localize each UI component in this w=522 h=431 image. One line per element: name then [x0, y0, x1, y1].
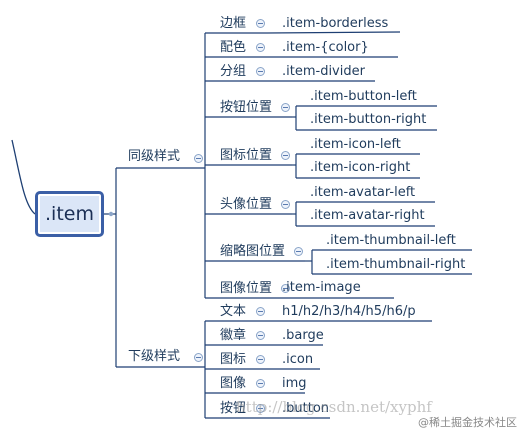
collapse-icon[interactable] — [256, 67, 265, 76]
collapse-icon[interactable] — [256, 404, 265, 413]
group-label: 同级样式 — [128, 149, 181, 164]
collapse-icon[interactable] — [256, 379, 265, 388]
class-leaf[interactable]: .item-divider — [282, 64, 365, 79]
class-leaf[interactable]: .item-borderless — [282, 16, 389, 31]
branch-label: 边框 — [220, 16, 247, 31]
class-leaf[interactable]: .item-thumbnail-left — [326, 233, 456, 248]
branch-label: 配色 — [220, 40, 247, 55]
class-leaf[interactable]: h1/h2/h3/h4/h5/h6/p — [282, 304, 416, 319]
collapse-icon[interactable] — [281, 103, 290, 112]
collapse-icon[interactable] — [194, 353, 203, 362]
collapse-icon[interactable] — [281, 284, 290, 293]
branch-label: 头像位置 — [220, 197, 273, 212]
group-label: 下级样式 — [128, 349, 181, 364]
class-leaf[interactable]: .item-{color} — [282, 40, 369, 55]
branch-label: 图标 — [220, 352, 247, 367]
collapse-icon[interactable] — [194, 154, 203, 163]
class-leaf[interactable]: .item-button-left — [310, 89, 417, 104]
class-leaf[interactable]: .item-icon-left — [310, 137, 401, 152]
connector-dot — [108, 211, 114, 217]
branch-label: 按钮 — [220, 401, 247, 416]
branch-label: 按钮位置 — [220, 100, 273, 115]
class-leaf[interactable]: .item-button-right — [310, 112, 427, 127]
root-node-label: .item — [45, 203, 94, 225]
branch-label: 缩略图位置 — [220, 244, 286, 259]
class-leaf[interactable]: .button — [282, 401, 330, 416]
collapse-icon[interactable] — [256, 307, 265, 316]
class-leaf[interactable]: .item-image — [282, 280, 361, 295]
collapse-icon[interactable] — [256, 19, 265, 28]
connector — [11, 139, 36, 215]
collapse-icon[interactable] — [256, 355, 265, 364]
branch-label: 图标位置 — [220, 148, 273, 163]
branch-label: 图像 — [220, 376, 247, 391]
class-leaf[interactable]: .item-avatar-left — [310, 185, 416, 200]
branch-label: 文本 — [220, 304, 247, 319]
class-leaf[interactable]: .item-avatar-right — [310, 208, 425, 223]
connector — [266, 31, 401, 34]
class-leaf[interactable]: .barge — [282, 328, 324, 343]
collapse-icon[interactable] — [256, 331, 265, 340]
collapse-icon[interactable] — [281, 151, 290, 160]
class-leaf[interactable]: .item-icon-right — [310, 160, 411, 175]
root-node[interactable]: .item — [35, 191, 104, 237]
class-leaf[interactable]: .icon — [282, 352, 314, 367]
collapse-icon[interactable] — [281, 200, 290, 209]
collapse-icon[interactable] — [294, 247, 303, 256]
branch-label: 徽章 — [220, 328, 247, 343]
branch-label: 图像位置 — [220, 281, 273, 296]
watermark: http://blog.csdn.net/xyphf — [236, 398, 432, 416]
branch-label: 分组 — [220, 64, 247, 79]
class-leaf[interactable]: img — [282, 376, 307, 391]
collapse-icon[interactable] — [256, 43, 265, 52]
brand-mark: @稀土掘金技术社区 — [418, 416, 517, 429]
class-leaf[interactable]: .item-thumbnail-right — [326, 257, 466, 272]
